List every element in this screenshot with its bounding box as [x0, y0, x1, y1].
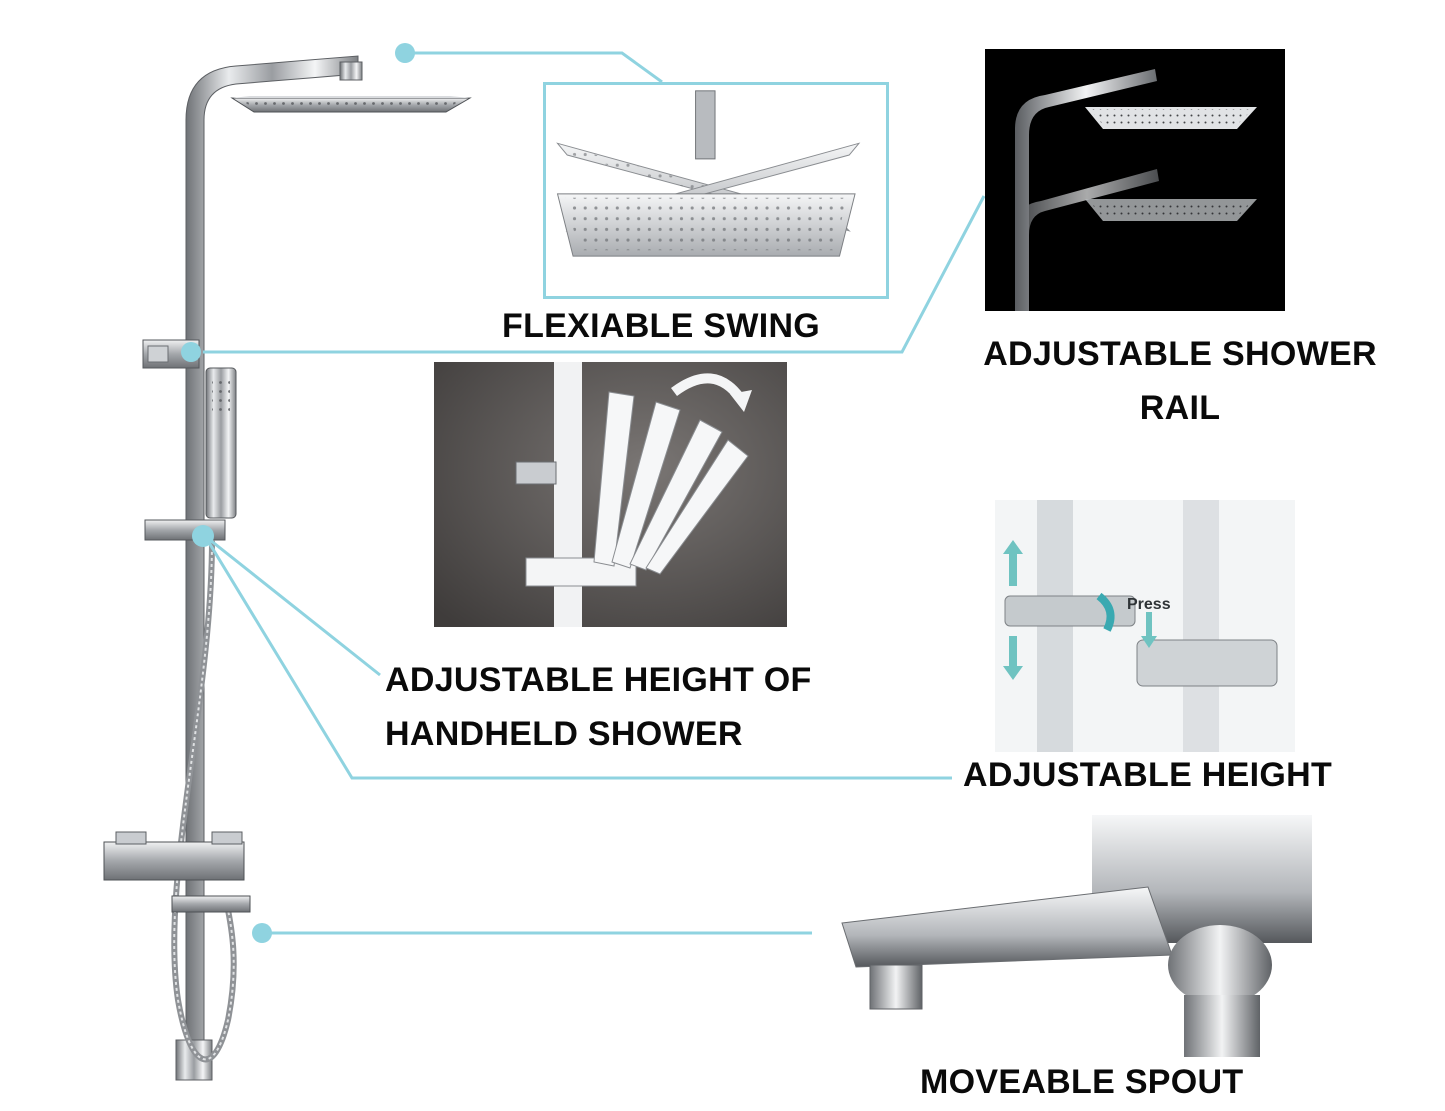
moveable-spout-label: MOVEABLE SPOUT — [920, 1063, 1244, 1101]
moveable-spout-inset — [812, 815, 1312, 1057]
callout-lines — [203, 51, 986, 935]
thermostatic-mixer — [103, 831, 251, 913]
flexible-swing-inset — [543, 82, 889, 299]
adjustable-rail-inset — [985, 49, 1285, 311]
handheld-swivel-inset — [434, 362, 787, 627]
handheld-height-label-line1: ADJUSTABLE HEIGHT OF — [385, 661, 812, 699]
handheld-shower — [205, 367, 237, 519]
handheld-height-label-line2: HANDHELD SHOWER — [385, 715, 743, 753]
adjustable-height-label: ADJUSTABLE HEIGHT — [963, 756, 1333, 794]
rain-shower-head — [230, 61, 472, 113]
adjustable-height-inset: Press — [995, 500, 1295, 752]
callout-dots — [181, 43, 415, 943]
flexible-swing-label: FLEXIABLE SWING — [502, 307, 821, 345]
adjustable-rail-label-line2: RAIL — [1139, 389, 1221, 427]
press-annotation: Press — [1127, 596, 1171, 613]
adjustable-rail-label-line1: ADJUSTABLE SHOWER — [983, 335, 1377, 373]
